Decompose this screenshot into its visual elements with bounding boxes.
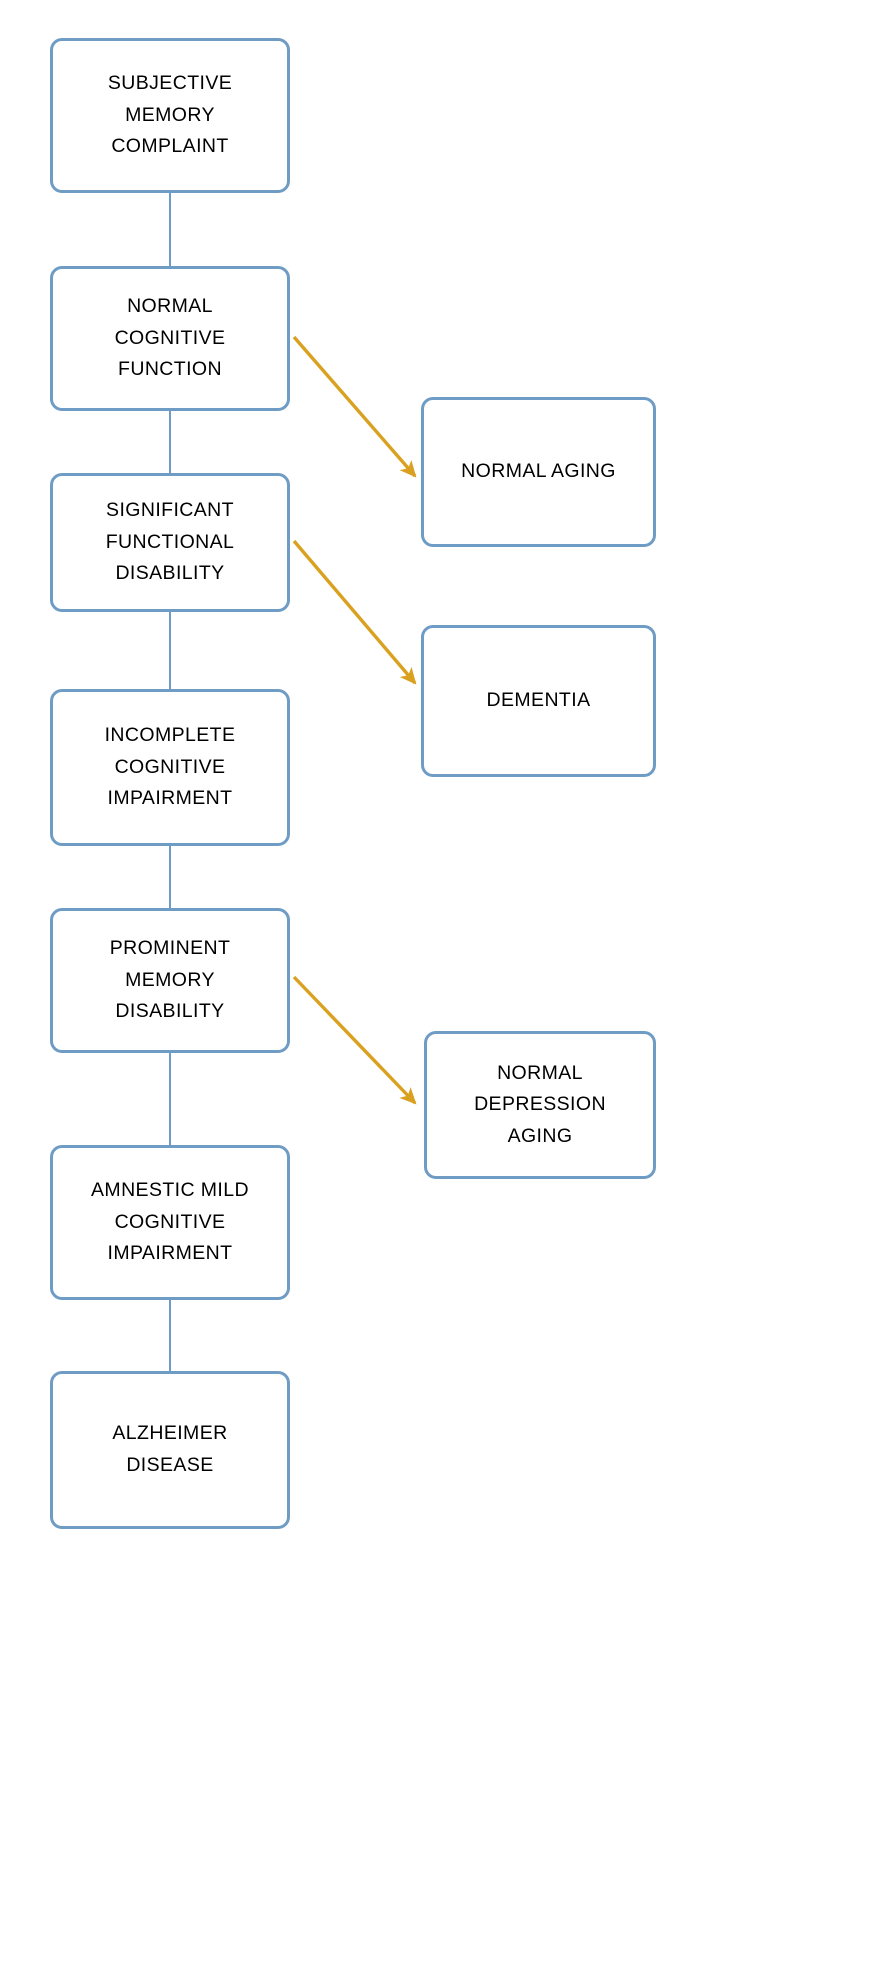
connector-incomplete-to-prominent: [169, 846, 171, 908]
connector-amnestic-to-alzheimer: [169, 1300, 171, 1371]
node-subjective-memory-complaint[interactable]: SUBJECTIVE MEMORY COMPLAINT: [50, 38, 290, 193]
node-alzheimer-disease[interactable]: ALZHEIMER DISEASE: [50, 1371, 290, 1529]
node-prominent-memory-disability[interactable]: PROMINENT MEMORY DISABILITY: [50, 908, 290, 1053]
connector-prominent-to-amnestic: [169, 1053, 171, 1145]
node-normal-depression-aging[interactable]: NORMAL DEPRESSION AGING: [424, 1031, 656, 1179]
node-incomplete-cognitive-impairment[interactable]: INCOMPLETE COGNITIVE IMPAIRMENT: [50, 689, 290, 846]
connector-normal-cognitive-to-significant: [169, 411, 171, 473]
node-dementia[interactable]: DEMENTIA: [421, 625, 656, 777]
arrow-normal-cognitive-function-to-normal-aging: [292, 335, 417, 478]
connector-subjective-to-normal-cognitive: [169, 193, 171, 266]
node-normal-aging[interactable]: NORMAL AGING: [421, 397, 656, 547]
arrow-significant-functional-disability-to-dementia: [292, 539, 417, 685]
node-amnestic-mild-cognitive-impairment[interactable]: AMNESTIC MILD COGNITIVE IMPAIRMENT: [50, 1145, 290, 1300]
arrow-prominent-memory-disability-to-normal-depression-aging: [292, 975, 417, 1105]
node-significant-functional-disability[interactable]: SIGNIFICANT FUNCTIONAL DISABILITY: [50, 473, 290, 612]
node-normal-cognitive-function[interactable]: NORMAL COGNITIVE FUNCTION: [50, 266, 290, 411]
connector-significant-to-incomplete: [169, 612, 171, 689]
